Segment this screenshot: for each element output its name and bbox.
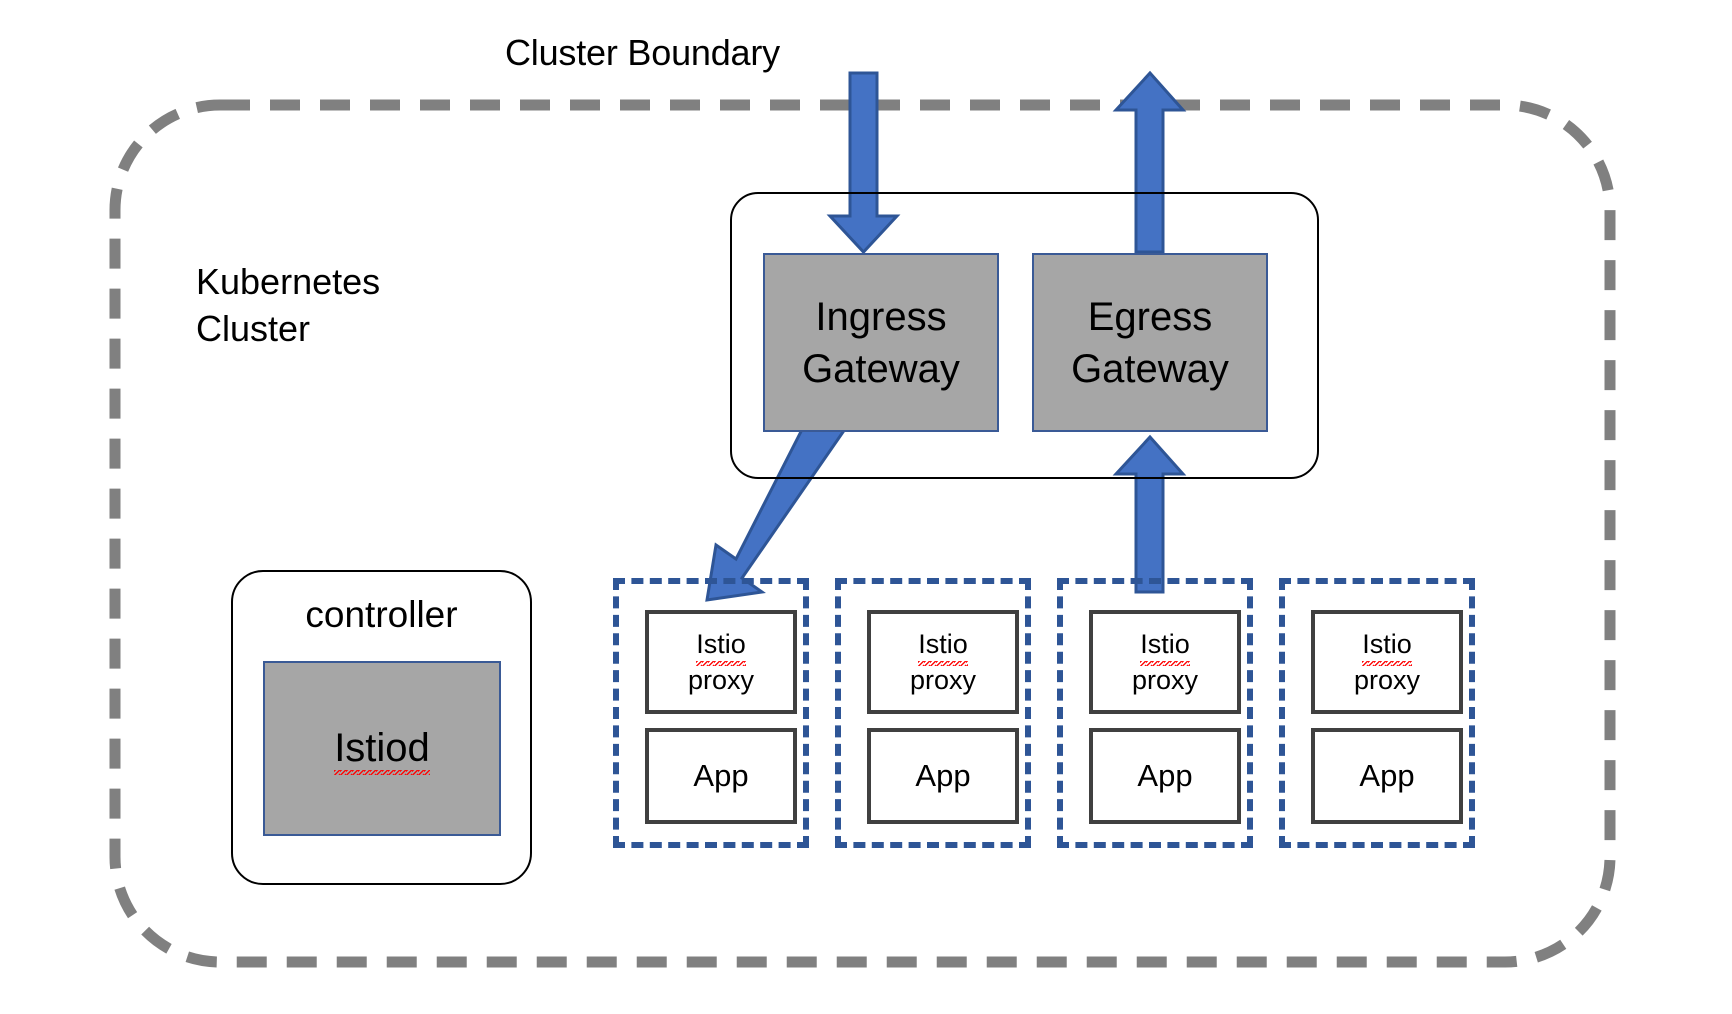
pod-4[interactable]: Istio proxy App — [1279, 578, 1475, 848]
istio-proxy-label-line2: proxy — [1131, 664, 1199, 695]
controller-group-container — [231, 570, 532, 885]
pod-1[interactable]: Istio proxy App — [613, 578, 809, 848]
app-box[interactable]: App — [867, 728, 1019, 824]
kubernetes-cluster-label: Kubernetes Cluster — [196, 261, 381, 349]
istio-proxy-label-line2: proxy — [909, 664, 977, 695]
istio-proxy-box[interactable]: Istio proxy — [1089, 610, 1241, 714]
istio-proxy-label-line1: Istio — [1140, 627, 1190, 666]
cluster-boundary-title: Cluster Boundary — [505, 32, 780, 73]
istio-proxy-label-line2: proxy — [1353, 664, 1421, 695]
istio-proxy-label-line1: Istio — [696, 627, 746, 666]
pod-2[interactable]: Istio proxy App — [835, 578, 1031, 848]
istiod-box[interactable]: Istiod — [263, 661, 501, 836]
istio-proxy-label-line2: proxy — [687, 664, 755, 695]
istio-proxy-box[interactable]: Istio proxy — [867, 610, 1019, 714]
istio-proxy-box[interactable]: Istio proxy — [645, 610, 797, 714]
egress-gateway-box[interactable]: Egress Gateway — [1032, 253, 1268, 432]
istio-proxy-label-line1: Istio — [918, 627, 968, 666]
app-box[interactable]: App — [1089, 728, 1241, 824]
app-box[interactable]: App — [1311, 728, 1463, 824]
istiod-label: Istiod — [334, 725, 430, 775]
app-box[interactable]: App — [645, 728, 797, 824]
controller-label: controller — [305, 594, 458, 635]
gateway-group-container — [730, 192, 1319, 479]
pod-3[interactable]: Istio proxy App — [1057, 578, 1253, 848]
istio-proxy-box[interactable]: Istio proxy — [1311, 610, 1463, 714]
istio-proxy-label-line1: Istio — [1362, 627, 1412, 666]
ingress-gateway-box[interactable]: Ingress Gateway — [763, 253, 999, 432]
